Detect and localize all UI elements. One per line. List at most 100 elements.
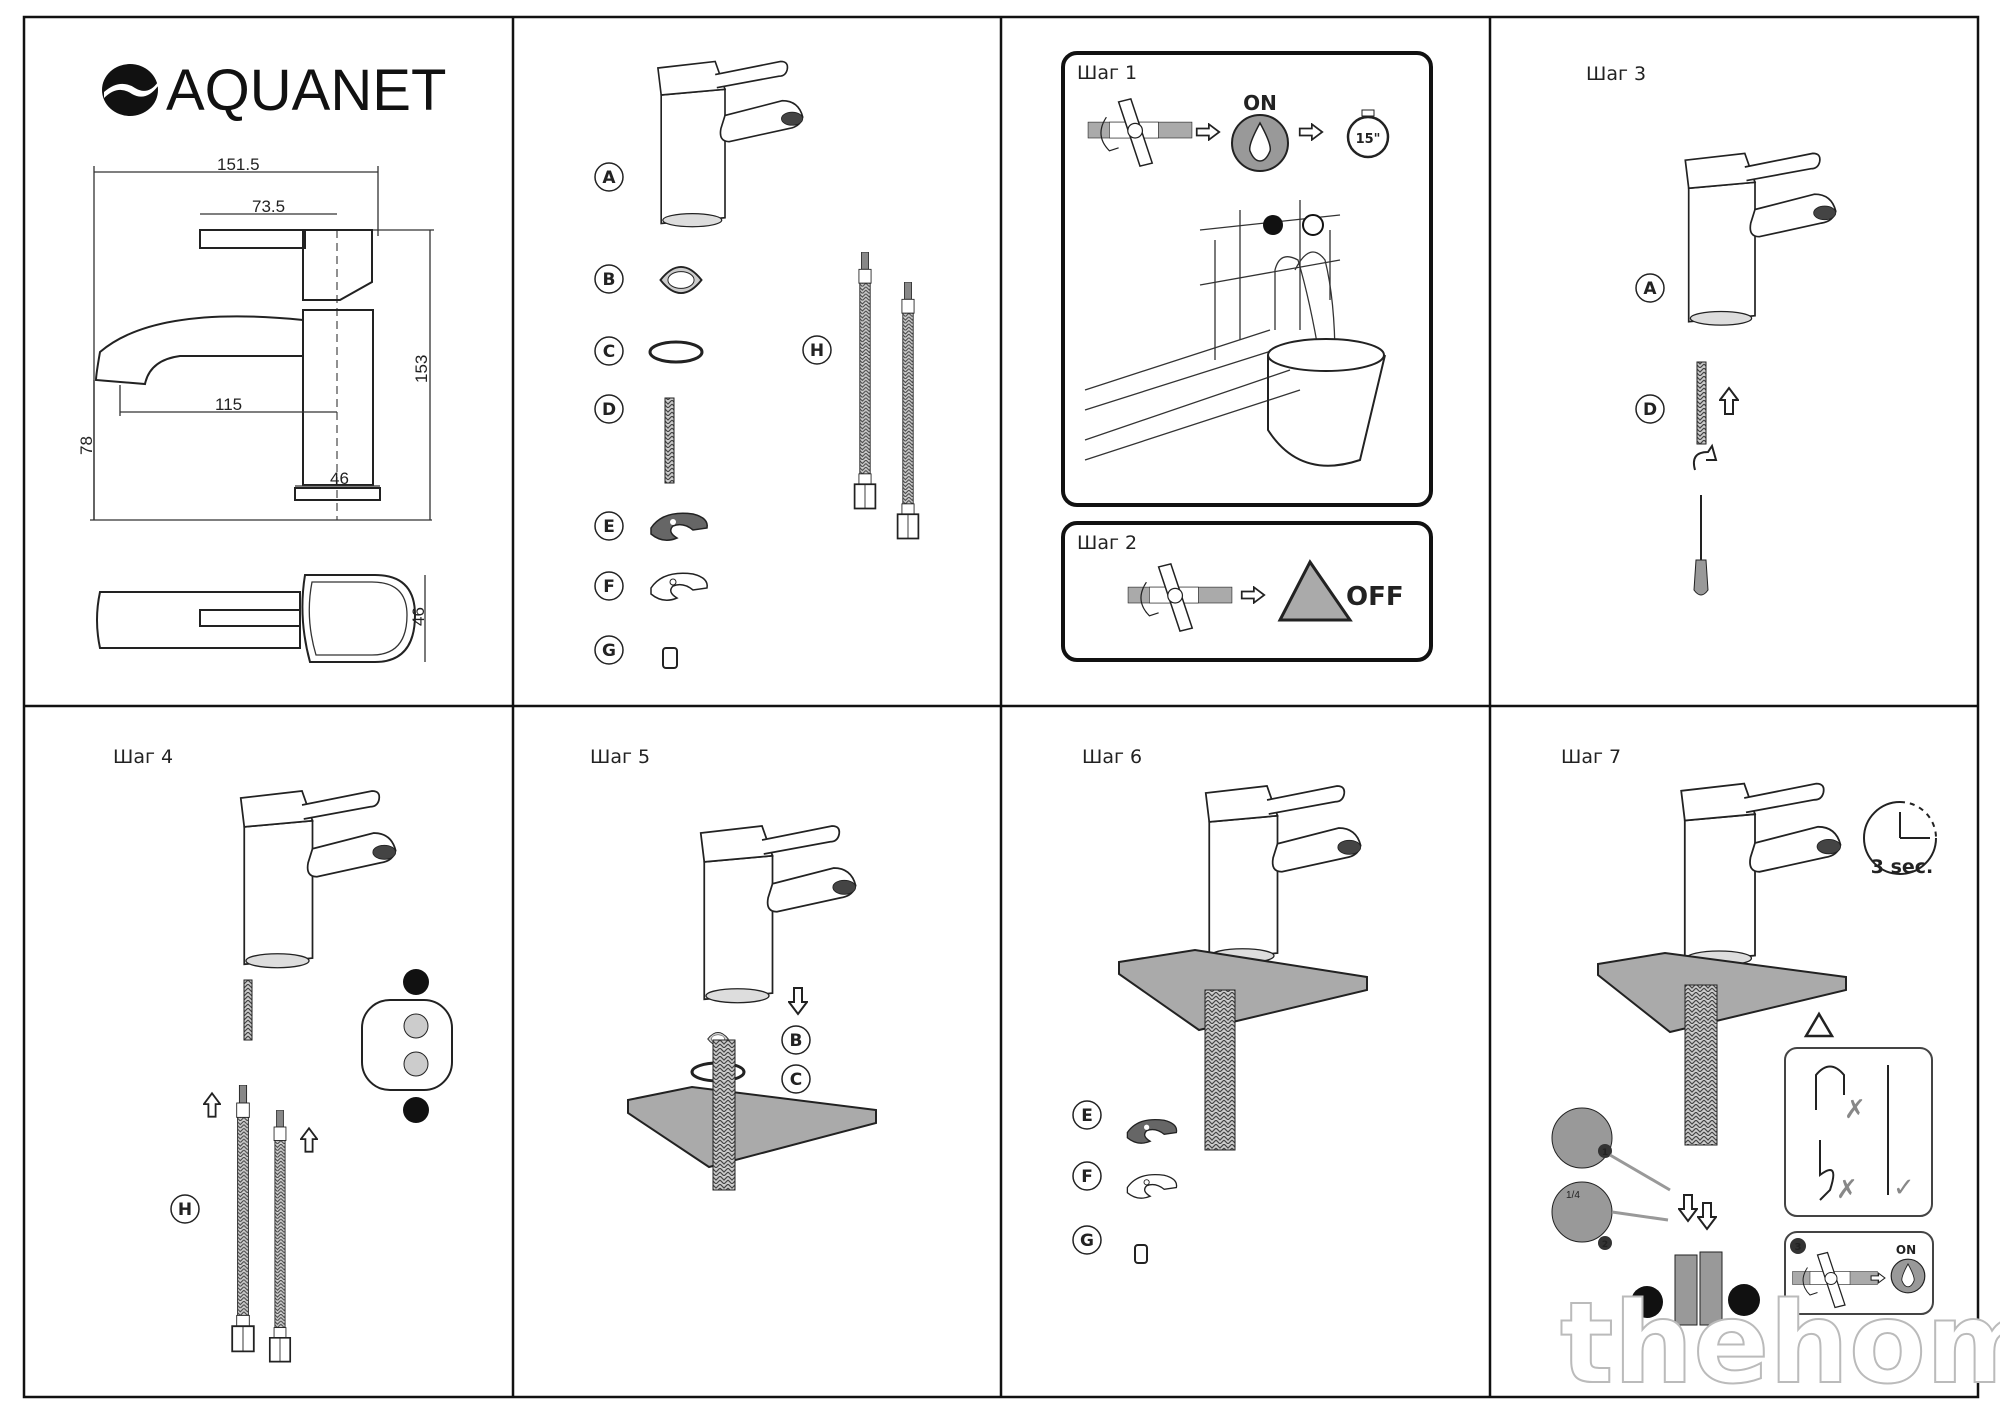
stud-illustration	[1696, 361, 1707, 445]
wrench-detail: 1/4 2	[1551, 1181, 1669, 1250]
part-label-f: F	[594, 571, 624, 601]
step-4: Шаг 4 H	[113, 746, 453, 1363]
brand-name: AQUANET	[166, 58, 446, 123]
part-label-f: F	[1072, 1161, 1102, 1191]
part-letter: H	[810, 341, 824, 361]
stopwatch-icon: 15"	[1346, 109, 1390, 159]
hose-illustration	[231, 1085, 255, 1353]
cold-water-icon	[1302, 214, 1324, 236]
parts-list: A B C D E F G H	[594, 60, 920, 669]
rotate-icon	[1692, 443, 1718, 471]
part-label-c: C	[594, 336, 624, 366]
badge-1: 1	[1602, 1148, 1608, 1158]
countertop-illustration	[627, 1085, 877, 1169]
part-label-a: A	[1635, 273, 1665, 303]
faucet-illustration	[699, 825, 857, 1004]
part-letter: G	[602, 641, 616, 661]
step-2-title: Шаг 2	[1077, 532, 1137, 554]
on-label: ON	[1896, 1243, 1916, 1257]
dim-top-depth: 46	[409, 607, 428, 626]
part-letter: E	[1081, 1106, 1093, 1126]
flush-illustration	[1084, 200, 1386, 467]
correct-icon: ✓	[1893, 1172, 1915, 1202]
part-label-h: H	[170, 1194, 200, 1224]
stud-part-d	[664, 397, 675, 484]
hose-part-h	[853, 252, 877, 510]
dim-spout-height: 78	[77, 436, 96, 455]
quarter-turn-label: 1/4	[1566, 1190, 1580, 1201]
step-6: Шаг 6 E F G	[1072, 746, 1368, 1264]
cold-water-icon	[1728, 1284, 1760, 1316]
arrow-down-icon	[1697, 1201, 1717, 1231]
nut-part-g	[662, 647, 678, 669]
part-label-b: B	[594, 264, 624, 294]
faucet-illustration	[1684, 152, 1837, 327]
step-7-title: Шаг 7	[1561, 746, 1621, 768]
step-1-title: Шаг 1	[1077, 62, 1137, 84]
arrow-up-icon	[300, 1127, 318, 1153]
step-2-box: Шаг 2 OFF	[1061, 521, 1433, 662]
badge-3: 3	[1795, 1242, 1802, 1253]
faucet-illustration	[239, 790, 397, 969]
step-6-title: Шаг 6	[1082, 746, 1142, 768]
clip-illustration	[1126, 1118, 1178, 1144]
part-label-d: D	[1635, 394, 1665, 424]
wrong-icon: ✗	[1836, 1174, 1858, 1204]
badge-2: 2	[1602, 1240, 1608, 1250]
part-letter: C	[603, 342, 615, 362]
part-letter: C	[790, 1070, 802, 1090]
hot-water-icon	[403, 969, 429, 995]
dim-base-width: 46	[330, 469, 349, 488]
step-1-box: Шаг 1 ON 15"	[1061, 51, 1433, 507]
warning-icon	[1803, 1011, 1835, 1038]
arrow-down-icon	[1678, 1193, 1698, 1223]
part-letter: D	[1643, 400, 1657, 420]
countertop-illustration	[1597, 951, 1847, 1034]
part-letter: E	[603, 517, 615, 537]
part-letter: F	[1081, 1167, 1093, 1187]
part-letter: B	[790, 1031, 803, 1051]
hot-water-icon	[1263, 215, 1283, 235]
part-letter: G	[1080, 1231, 1094, 1251]
step-4-title: Шаг 4	[113, 746, 173, 768]
on-label: ON	[1243, 91, 1277, 115]
part-label-a: A	[594, 162, 624, 192]
washer-illustration	[1126, 1173, 1178, 1199]
clip-part-e	[650, 512, 708, 542]
cold-water-icon	[403, 1097, 429, 1123]
part-label-g: G	[594, 635, 624, 665]
part-letter: H	[178, 1200, 192, 1220]
hot-water-icon	[1631, 1286, 1663, 1318]
arrow-down-icon	[788, 986, 808, 1016]
part-letter: B	[603, 270, 616, 290]
hose-illustration	[268, 1110, 292, 1363]
hose-part-h	[896, 282, 920, 540]
step-7: Шаг 7 3 sec. ✗ ✗ ✓ 3 ON	[1551, 746, 1937, 1326]
off-label: OFF	[1346, 582, 1404, 612]
water-on-icon	[1231, 114, 1289, 172]
arrow-up-icon	[1719, 386, 1739, 416]
step-3: Шаг 3 A D	[1586, 63, 1837, 596]
timer-label: 3 sec.	[1871, 856, 1934, 878]
wrong-icon: ✗	[1844, 1094, 1866, 1124]
part-letter: A	[1643, 279, 1657, 299]
part-label-e: E	[594, 511, 624, 541]
arrow-up-icon	[203, 1092, 221, 1118]
part-letter: D	[602, 400, 616, 420]
hand-tighten-detail: 1	[1551, 1107, 1671, 1192]
hose-bend-warning-box: ✗ ✗ ✓	[1784, 1047, 1933, 1217]
clock-icon	[1863, 801, 1937, 875]
dim-height: 153	[412, 355, 431, 383]
dim-spout-reach: 115	[215, 395, 242, 414]
step-3-title: Шаг 3	[1586, 63, 1646, 85]
part-label-h: H	[802, 335, 832, 365]
washer-part-f	[650, 572, 708, 602]
part-label-g: G	[1072, 1225, 1102, 1255]
part-letter: F	[603, 577, 615, 597]
water-off-icon	[1277, 559, 1353, 622]
faucet-illustration	[1680, 782, 1842, 967]
faucet-illustration	[1204, 785, 1362, 964]
page-grid	[22, 15, 1980, 1399]
countertop-illustration	[1118, 948, 1368, 1032]
